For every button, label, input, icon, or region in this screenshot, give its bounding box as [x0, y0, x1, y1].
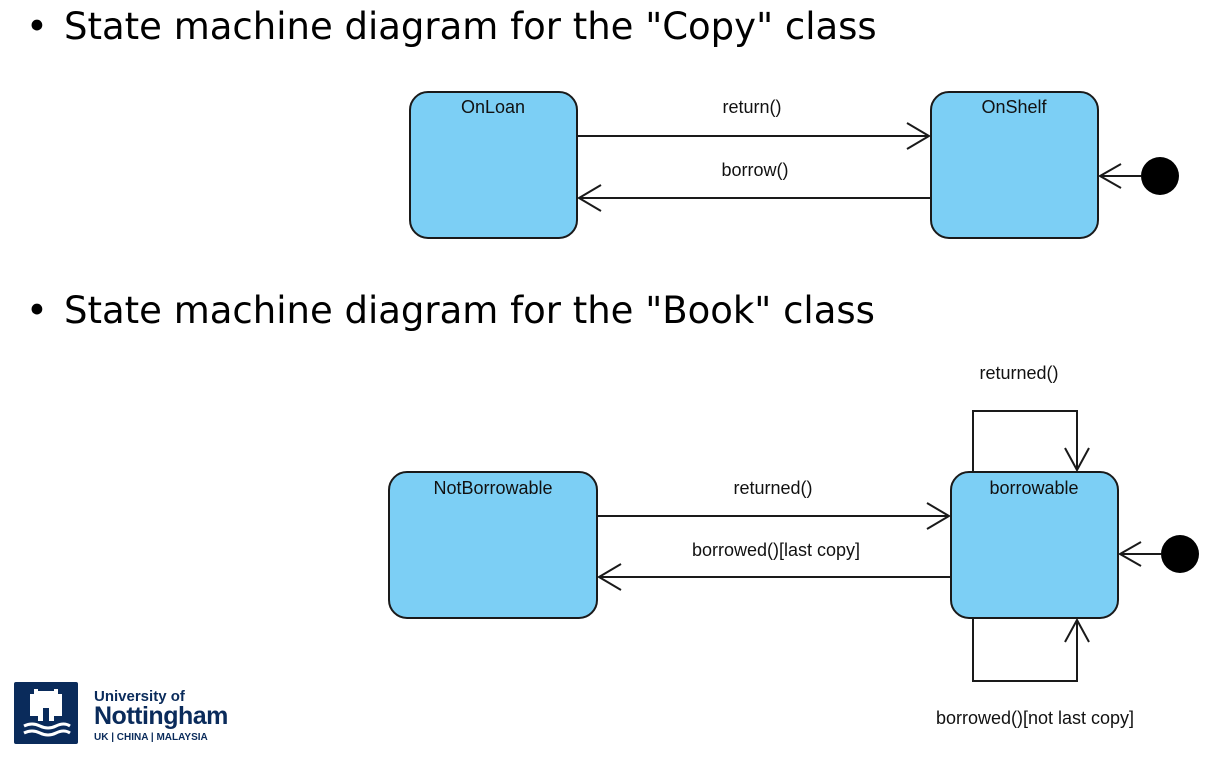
transition-return: return() [577, 97, 931, 150]
transition-borrowed-last-copy: borrowed()[last copy] [597, 540, 951, 591]
transition-borrow: borrow() [577, 160, 931, 212]
copy-state-diagram: OnLoan OnShelf return() borrow() [409, 91, 1179, 239]
university-logo: University of Nottingham UK | CHINA | MA… [14, 682, 228, 760]
transition-borrowed-not-last-label: borrowed()[not last copy] [936, 708, 1134, 728]
transition-returned-self-loop: returned() [972, 363, 1090, 473]
state-borrowable: borrowable [950, 471, 1119, 619]
initial-state-copy [1141, 157, 1179, 195]
initial-state-book [1161, 535, 1199, 573]
bullet-book-text: State machine diagram for the "Book" cla… [64, 289, 875, 332]
logo-text-line2: Nottingham [94, 702, 228, 730]
state-onloan-label: OnLoan [461, 97, 525, 117]
bullet-copy-text: State machine diagram for the "Copy" cla… [64, 5, 877, 48]
state-onloan: OnLoan [409, 91, 578, 239]
transition-returned-label: returned() [733, 478, 812, 498]
transition-borrow-label: borrow() [721, 160, 788, 180]
university-crest-icon [14, 682, 78, 744]
transition-returned-self-label: returned() [979, 363, 1058, 383]
bullet-copy-diagram: • State machine diagram for the "Copy" cl… [26, 8, 877, 45]
bullet-glyph: • [26, 289, 48, 332]
transition-return-label: return() [722, 97, 781, 117]
bullet-book-diagram: • State machine diagram for the "Book" cl… [26, 292, 875, 329]
state-notborrowable-label: NotBorrowable [433, 478, 552, 498]
state-borrowable-label: borrowable [989, 478, 1078, 498]
state-onshelf: OnShelf [930, 91, 1099, 239]
logo-text-line1: University of [94, 688, 185, 705]
logo-text-line3: UK | CHINA | MALAYSIA [94, 732, 208, 743]
book-state-diagram: NotBorrowable borrowable returned() borr… [388, 363, 1199, 728]
transition-returned: returned() [597, 478, 951, 530]
transition-borrowed-last-copy-label: borrowed()[last copy] [692, 540, 860, 560]
transition-borrowed-not-last-self-loop: borrowed()[not last copy] [936, 617, 1134, 728]
initial-transition-copy [1097, 157, 1179, 195]
state-notborrowable: NotBorrowable [388, 471, 598, 619]
initial-transition-book [1117, 535, 1199, 573]
bullet-glyph: • [26, 5, 48, 48]
state-onshelf-label: OnShelf [981, 97, 1047, 117]
